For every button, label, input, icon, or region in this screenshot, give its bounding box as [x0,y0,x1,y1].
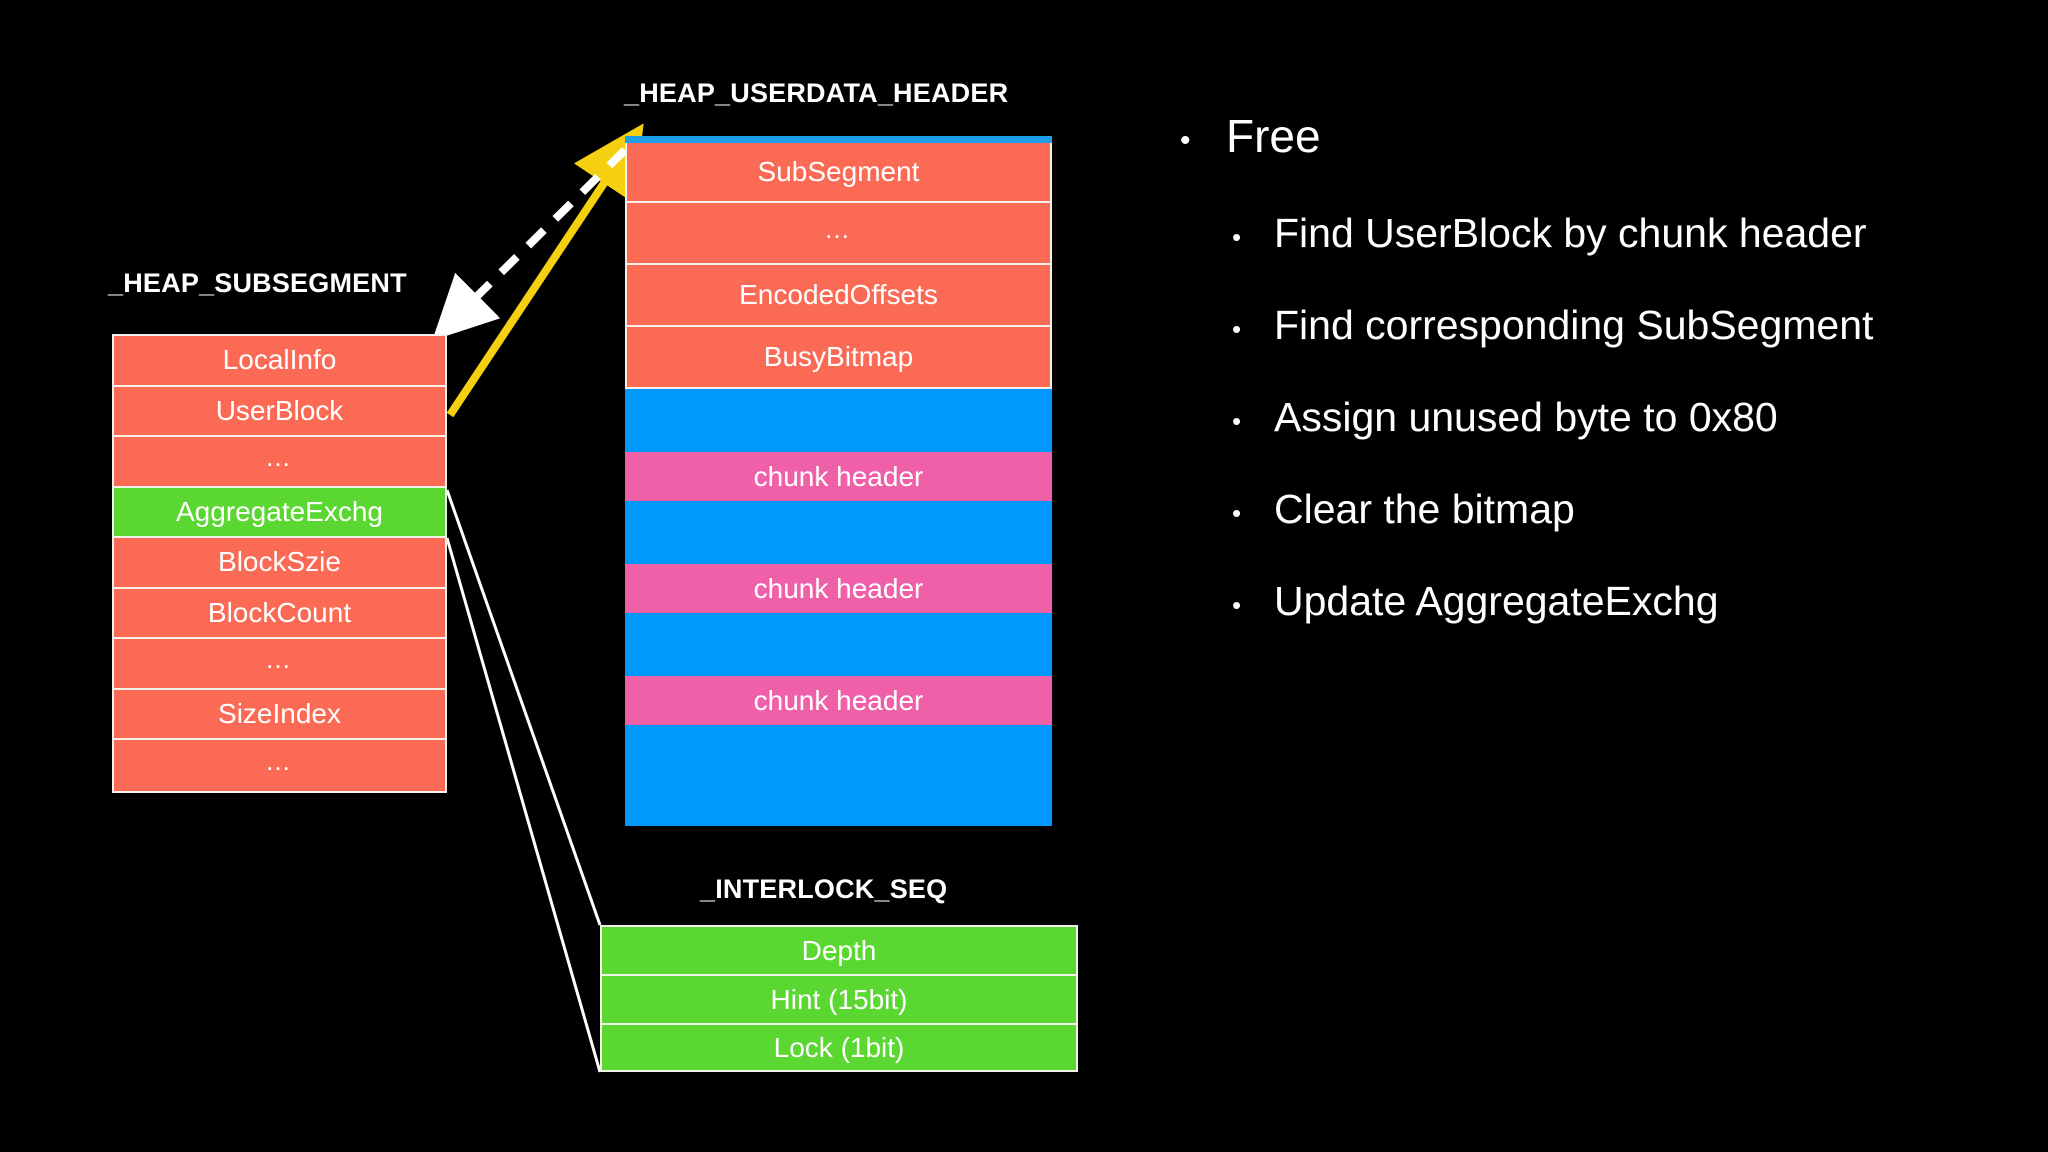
interlock-row-depth: Depth [602,927,1076,976]
subsegment-title: _HEAP_SUBSEGMENT [108,268,407,298]
interlock-row-lock-1bit: Lock (1bit) [602,1025,1076,1070]
subsegment-row-sizeindex: SizeIndex [114,689,445,741]
bullet-text: Assign unused byte to 0x80 [1274,394,1778,441]
userdata-row-label: … [824,213,853,244]
userdata-row-label: BusyBitmap [763,341,914,372]
interlock-row-label: Lock (1bit) [773,1031,905,1063]
bullet-text: Find UserBlock by chunk header [1274,210,1867,257]
userdata-row-chunk-header: chunk header [625,676,1052,725]
subsegment-row-spacer: … [114,639,445,690]
userdata-row-chunk-header: chunk header [625,564,1052,613]
subsegment-row-label: UserBlock [215,394,344,426]
interlock-title: _INTERLOCK_SEQ [700,874,948,904]
userdata-row-encodedoffsets: EncodedOffsets [625,265,1052,327]
bullet-item: • Assign unused byte to 0x80 [1232,392,2010,442]
userdata-row-label: EncodedOffsets [739,279,938,310]
bullet-dot-icon: • [1232,314,1242,345]
userdata-row-spacer [625,136,1052,143]
userdata-to-subsegment-dashed-arrow [432,147,628,341]
subsegment-row-userblock: UserBlock [114,386,445,438]
subsegment-row-localinfo: LocalInfo [114,336,445,387]
subsegment-row-label: BlockSzie [218,546,341,578]
bullet-item: • Find corresponding SubSegment [1232,300,2010,350]
bullet-item: • Clear the bitmap [1232,484,2010,534]
bullet-text: Find corresponding SubSegment [1274,302,1874,349]
userdata-row-spacer [625,389,1052,452]
subsegment-row-blockcount: BlockCount [114,588,445,640]
userdata-row-subsegment: SubSegment [625,143,1052,203]
bullet-dot-icon: • [1232,222,1242,253]
userdata-row-busybitmap: BusyBitmap [625,327,1052,389]
bullet-item: • Find UserBlock by chunk header [1232,208,2010,258]
userdata-row-label: chunk header [753,684,924,716]
subsegment-row-label: … [265,746,294,777]
userblock-to-userdata-arrow [446,123,644,418]
subsegment-row-spacer: … [114,740,445,791]
bullet-item: • Free [1180,108,2010,164]
bullet-text: Free [1226,110,1321,162]
userdata-row-label: SubSegment [757,156,920,187]
bullet-dot-icon: • [1232,406,1242,437]
userdata-row-spacer [625,613,1052,676]
subsegment-row-label: … [265,441,294,472]
userdata-row-spacer [625,725,1052,826]
userdata-row-spacer [625,501,1052,564]
userdata-row-chunk-header: chunk header [625,452,1052,501]
subsegment-row-label: BlockCount [207,597,352,628]
bullet-text: Clear the bitmap [1274,486,1575,533]
userdata-row-label: chunk header [753,460,924,492]
subsegment-row-label: LocalInfo [222,344,337,376]
userdata-title: _HEAP_USERDATA_HEADER [624,78,1009,108]
bullet-dot-icon: • [1232,498,1242,529]
userdata-row-spacer: … [625,203,1052,265]
subsegment-row-spacer: … [114,437,445,488]
interlock-row-label: Depth [801,934,877,966]
subsegment-row-aggregateexchg: AggregateExchg [114,487,445,539]
userdata-row-label: chunk header [753,572,924,604]
subsegment-row-label: AggregateExchg [175,495,384,527]
interlock-row-label: Hint (15bit) [770,983,908,1015]
bullet-dot-icon: • [1180,124,1191,157]
subsegment-row-label: … [265,644,294,675]
bullet-list: • Free • Find UserBlock by chunk header • Fin… [1180,108,2010,668]
aggregateexchg-leader-top [445,489,602,926]
bullet-text: Update AggregateExchg [1274,578,1719,625]
bullet-dot-icon: • [1232,590,1242,621]
aggregateexchg-leader-bottom [445,537,602,1073]
subsegment-row-label: SizeIndex [218,698,341,730]
bullet-item: • Update AggregateExchg [1232,576,2010,626]
subsegment-row-blockszie: BlockSzie [114,538,445,589]
interlock-row-hint-15bit: Hint (15bit) [602,976,1076,1025]
